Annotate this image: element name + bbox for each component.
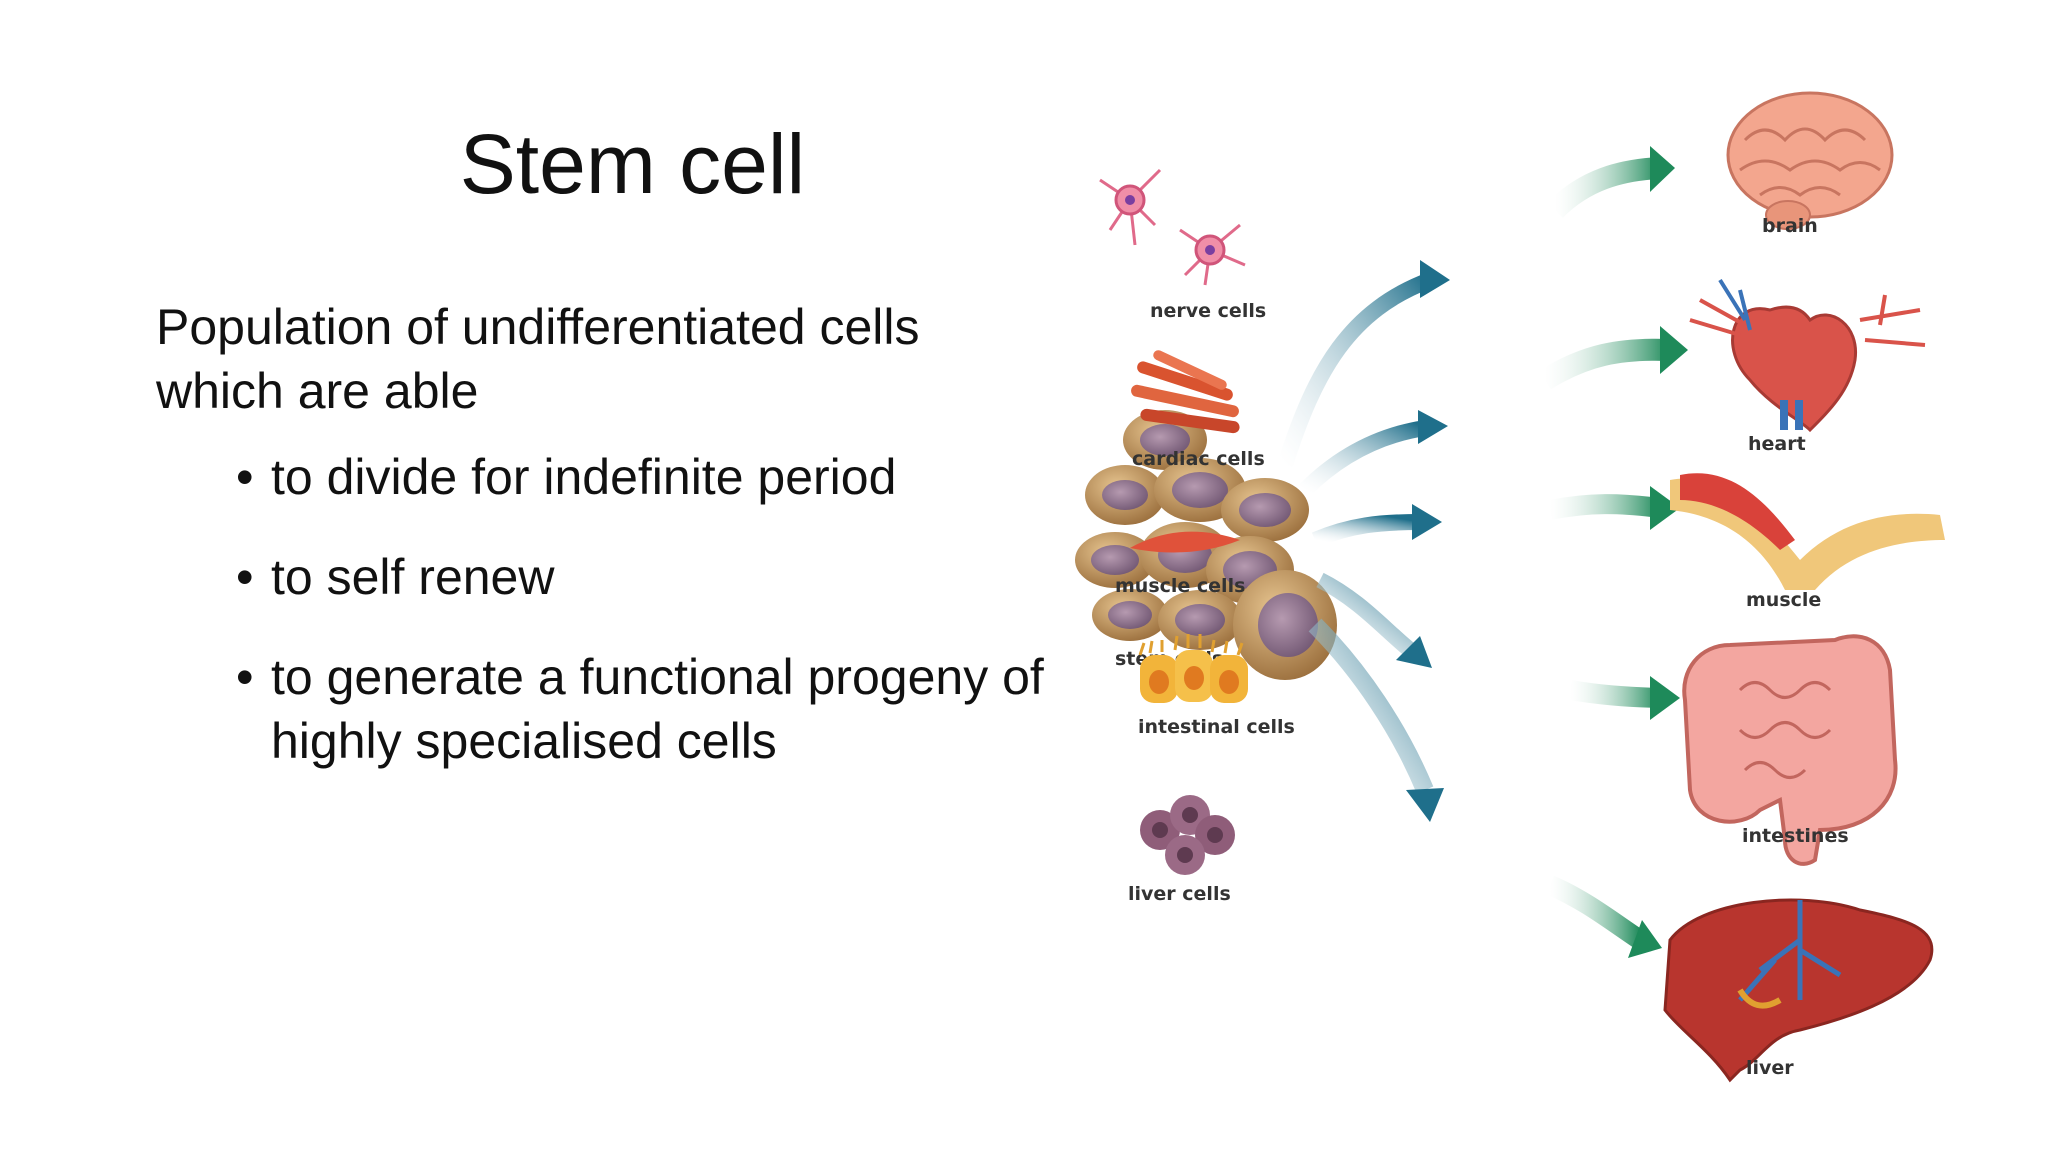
bullet-text: to self renew xyxy=(271,549,555,605)
bullet-item: • to divide for indefinite period xyxy=(236,445,1056,509)
liver-cells-label: liver cells xyxy=(1128,883,1231,905)
differentiation-arrows xyxy=(1277,260,1450,822)
nerve-cells-illustration xyxy=(1099,168,1246,286)
muscle-illustration xyxy=(1670,473,1945,590)
bullet-dot: • xyxy=(236,449,254,505)
bullet-text: to divide for indefinite period xyxy=(271,449,897,505)
intestines-label: intestines xyxy=(1742,825,1849,847)
muscle-cells-label: muscle cells xyxy=(1115,575,1245,597)
slide-body: Population of undifferentiated cells whi… xyxy=(156,295,1056,809)
cardiac-cells-label: cardiac cells xyxy=(1132,448,1265,470)
liver-illustration xyxy=(1663,898,1934,1083)
bullet-item: • to generate a functional progeny of hig… xyxy=(236,645,1056,773)
brain-illustration xyxy=(1726,91,1894,230)
bullet-list: • to divide for indefinite period • to sel… xyxy=(156,445,1056,773)
liver-label: liver xyxy=(1746,1057,1794,1079)
liver-cells-illustration xyxy=(1140,795,1235,875)
bullet-text: to generate a functional progeny of high… xyxy=(271,649,1044,769)
nerve-cells-label: nerve cells xyxy=(1150,300,1266,322)
slide-title: Stem cell xyxy=(459,117,806,211)
bullet-item: • to self renew xyxy=(236,545,1056,609)
brain-label: brain xyxy=(1762,215,1818,237)
bullet-dot: • xyxy=(236,549,254,605)
intestinal-cells-illustration xyxy=(1138,634,1248,703)
stem-cells-illustration xyxy=(1075,410,1337,680)
heart-illustration xyxy=(1689,278,1926,433)
intestinal-cells-label: intestinal cells xyxy=(1138,716,1295,738)
cardiac-cells-illustration xyxy=(1131,350,1240,434)
intro-text: Population of undifferentiated cells whi… xyxy=(156,299,920,419)
heart-label: heart xyxy=(1748,433,1806,455)
muscle-label: muscle xyxy=(1746,589,1821,611)
muscle-cells-illustration xyxy=(1130,531,1240,553)
stem-cell-differentiation-diagram: stem cells xyxy=(1040,70,2048,1152)
bullet-dot: • xyxy=(236,649,254,705)
maturation-arrows xyxy=(1539,146,1688,958)
intestines-illustration xyxy=(1682,634,1898,866)
